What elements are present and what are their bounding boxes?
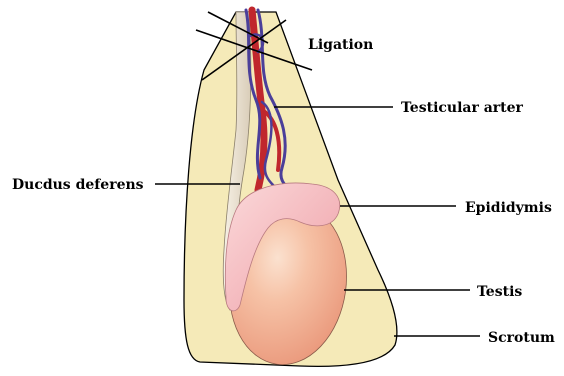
label-epididymis: Epididymis: [465, 200, 552, 216]
label-testicular-artery: Testicular arter: [401, 100, 524, 116]
label-testis: Testis: [477, 284, 522, 300]
label-ligation: Ligation: [308, 37, 373, 53]
label-scrotum: Scrotum: [488, 330, 555, 346]
label-ductus-deferens: Ducdus deferens: [12, 177, 144, 193]
